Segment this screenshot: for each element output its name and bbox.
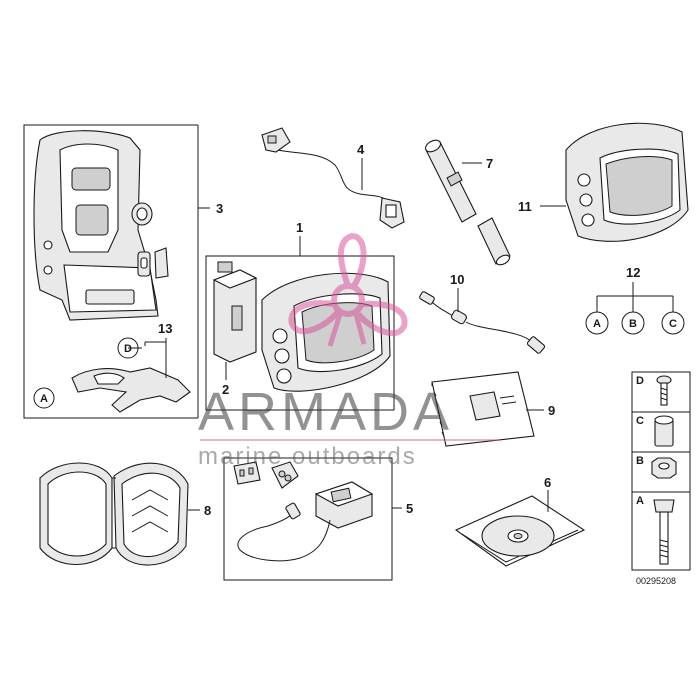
- watermark: ARMADA marine outboards: [198, 232, 500, 470]
- callout-6: 6: [544, 475, 551, 490]
- callout-12: 12: [626, 265, 640, 280]
- callout-13: 13: [158, 321, 172, 336]
- propeller-logo: [288, 232, 408, 347]
- plug-adapter-1[interactable]: [233, 461, 261, 485]
- rubber-ring[interactable]: [131, 202, 153, 226]
- callout-10: 10: [450, 272, 464, 287]
- clip-pieces[interactable]: [137, 247, 169, 279]
- letter-a-bracket: A: [33, 387, 55, 409]
- svg-text:A: A: [40, 393, 48, 405]
- callout-5: 5: [406, 501, 413, 516]
- callout-7: 7: [486, 156, 493, 171]
- callout-8: 8: [204, 503, 211, 518]
- usb-cable[interactable]: [419, 291, 546, 354]
- navigator-device[interactable]: [261, 272, 391, 392]
- table-letter-c: C: [636, 415, 644, 427]
- options-12: 12 A B C: [585, 265, 685, 335]
- mounting-plate[interactable]: [71, 367, 191, 413]
- svg-text:C: C: [669, 318, 677, 330]
- charger-frame: [223, 457, 393, 581]
- plug-adapter-2[interactable]: [271, 461, 299, 489]
- power-cable-connector[interactable]: [261, 127, 405, 229]
- spacer-sleeve[interactable]: [654, 415, 674, 447]
- svg-text:D: D: [124, 343, 132, 355]
- user-manual[interactable]: [431, 371, 535, 447]
- watermark-brand: ARMADA: [198, 382, 453, 442]
- carrying-case[interactable]: [39, 462, 189, 566]
- letter-d-bracket: D: [117, 337, 139, 359]
- hardware-table: D C B A 00295208: [631, 371, 691, 586]
- callout-4: 4: [357, 142, 365, 157]
- software-cd[interactable]: [454, 495, 586, 567]
- watermark-tagline: marine outboards: [198, 443, 417, 470]
- callout-1: 1: [296, 220, 303, 235]
- cradle-bracket[interactable]: [33, 130, 159, 321]
- callout-9: 9: [548, 403, 555, 418]
- bracket-group: 13 3 D A: [23, 124, 223, 419]
- charger-group: 5: [223, 457, 413, 581]
- option-c[interactable]: C: [661, 311, 685, 335]
- table-letter-b: B: [636, 455, 644, 467]
- small-screw[interactable]: [656, 375, 672, 406]
- svg-text:A: A: [593, 318, 601, 330]
- drawing-number: 00295208: [636, 576, 676, 586]
- option-a[interactable]: A: [585, 311, 609, 335]
- bracket-group-frame: [23, 124, 198, 419]
- stylus-antenna[interactable]: [424, 138, 511, 267]
- hex-nut[interactable]: [651, 457, 677, 479]
- svg-text:B: B: [629, 318, 637, 330]
- long-bolt[interactable]: [653, 499, 675, 565]
- navigation-display-unit[interactable]: [565, 122, 689, 242]
- callout-11: 11: [518, 199, 532, 214]
- table-letter-d: D: [636, 375, 644, 387]
- option-b[interactable]: B: [621, 311, 645, 335]
- battery-pack[interactable]: [212, 261, 258, 363]
- power-adapter[interactable]: [314, 481, 374, 529]
- callout-3: 3: [216, 201, 223, 216]
- table-letter-a: A: [636, 495, 644, 507]
- callout-2: 2: [222, 382, 229, 397]
